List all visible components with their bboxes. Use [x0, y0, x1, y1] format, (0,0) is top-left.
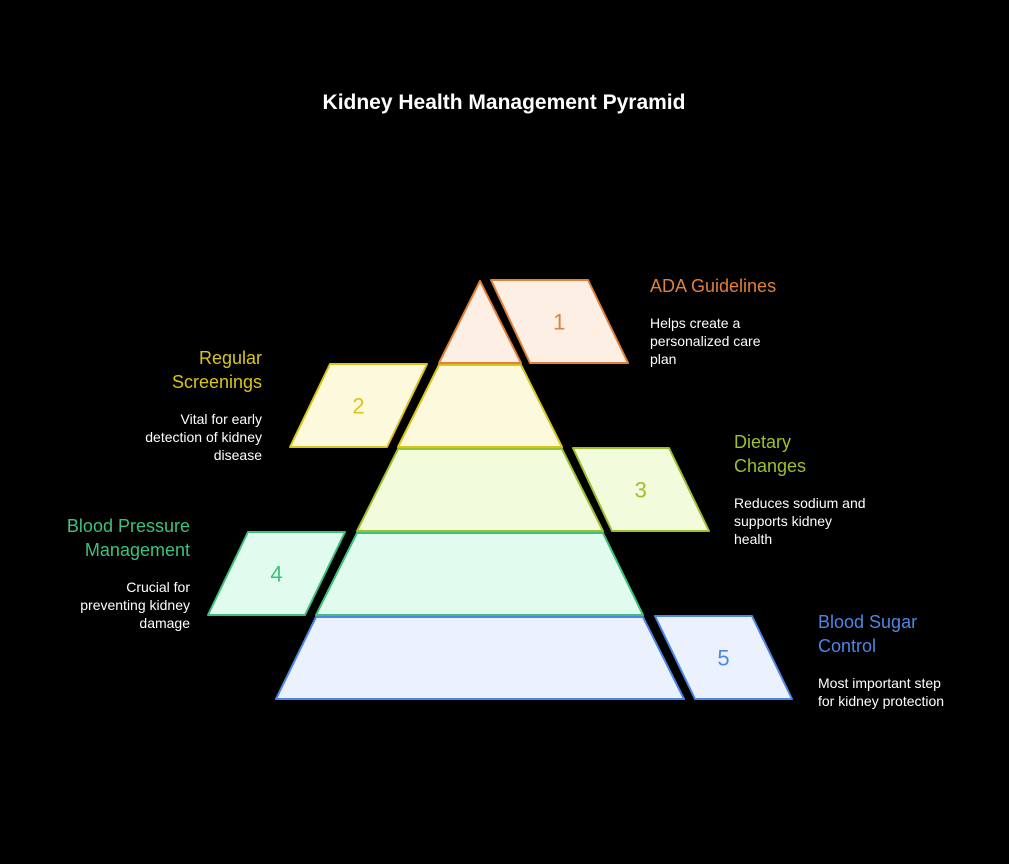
pyramid-tier-5 — [275, 616, 685, 700]
diagram-title: Kidney Health Management Pyramid — [323, 91, 686, 114]
pyramid-tier-1 — [438, 280, 522, 364]
step-description: personalized care — [650, 333, 761, 349]
step-number: 5 — [717, 646, 729, 671]
step-heading: Management — [85, 540, 190, 560]
step-description: damage — [139, 615, 190, 631]
step-description: plan — [650, 351, 676, 367]
step-number: 2 — [352, 394, 364, 419]
pyramid-tier-4 — [315, 532, 644, 616]
step-badge-3 — [572, 447, 710, 532]
step-heading: Screenings — [172, 372, 262, 392]
pyramid-tier-3 — [356, 448, 604, 532]
step-badge-5 — [654, 615, 793, 700]
step-heading: Dietary — [734, 432, 791, 452]
step-description: Vital for early — [181, 411, 262, 427]
step-heading: ADA Guidelines — [650, 276, 776, 296]
step-description: Crucial for — [126, 579, 190, 595]
step-description: disease — [214, 447, 262, 463]
step-badge-1 — [490, 279, 629, 364]
step-number: 4 — [270, 562, 282, 587]
step-description: Helps create a — [650, 315, 740, 331]
step-heading: Changes — [734, 456, 806, 476]
step-number: 1 — [553, 310, 565, 335]
step-badge-4 — [207, 531, 346, 616]
step-badge-2 — [289, 363, 428, 448]
step-heading: Regular — [199, 348, 262, 368]
step-description: preventing kidney — [80, 597, 190, 613]
step-number: 3 — [635, 478, 647, 503]
step-description: detection of kidney — [145, 429, 262, 445]
pyramid-tier-2 — [397, 364, 563, 448]
step-description: for kidney protection — [818, 693, 944, 709]
step-description: Reduces sodium and — [734, 495, 866, 511]
step-description: Most important step — [818, 675, 941, 691]
step-heading: Blood Pressure — [67, 516, 190, 536]
step-description: health — [734, 531, 772, 547]
step-heading: Blood Sugar — [818, 612, 917, 632]
step-heading: Control — [818, 636, 876, 656]
step-description: supports kidney — [734, 513, 832, 529]
